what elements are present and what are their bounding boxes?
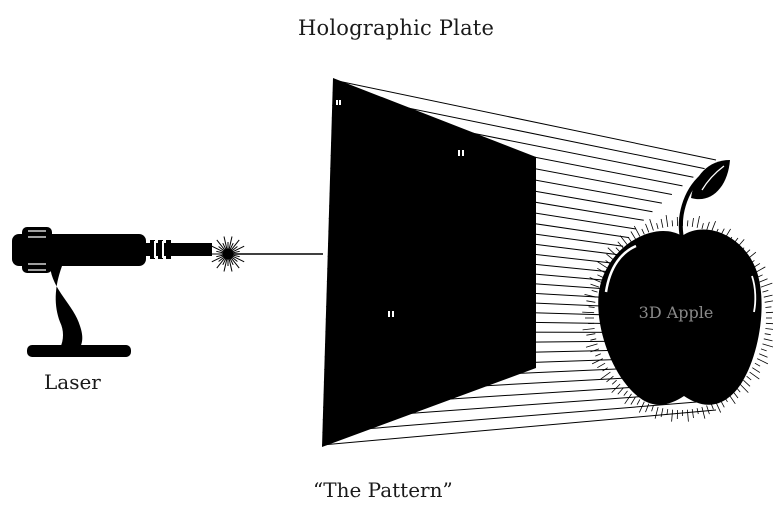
- holographic-plate-label: Holographic Plate: [298, 16, 494, 40]
- apple-label: 3D Apple: [639, 303, 714, 322]
- laser-icon: [12, 227, 212, 357]
- laser-burst-icon: [210, 237, 246, 272]
- apple-icon: 3D Apple: [598, 160, 761, 405]
- holographic-plate: [322, 78, 536, 447]
- laser-label: Laser: [44, 370, 101, 394]
- pattern-label: “The Pattern”: [313, 478, 453, 502]
